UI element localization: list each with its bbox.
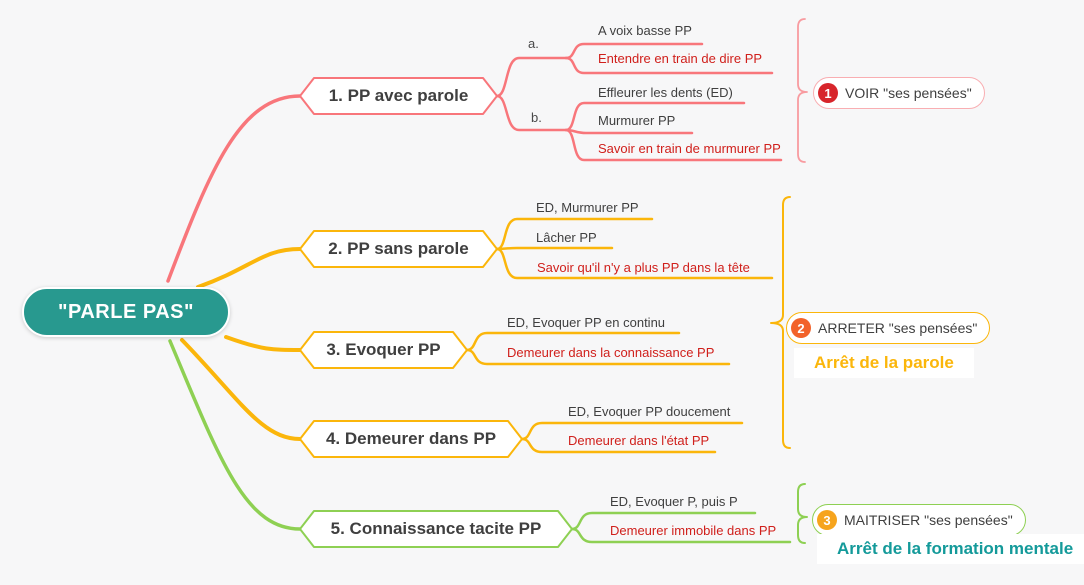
badge-maitriser[interactable]: 3 MAITRISER "ses pensées" bbox=[812, 504, 1026, 536]
root-node[interactable]: "PARLE PAS" bbox=[22, 287, 230, 337]
branch1-main-curve bbox=[166, 94, 302, 283]
branch2-item3-line bbox=[495, 247, 774, 280]
bran3-item-2[interactable]: Demeurer dans la connaissance PP bbox=[507, 345, 715, 360]
branch1-item-5[interactable]: Savoir en train de murmurer PP bbox=[598, 141, 781, 156]
branch1-group-a-label: a. bbox=[528, 36, 539, 51]
branch1-node-label[interactable]: 1. PP avec parole bbox=[328, 86, 469, 105]
badge-maitriser-label: MAITRISER "ses pensées" bbox=[844, 512, 1013, 528]
branch4-main-curve bbox=[180, 338, 302, 441]
branch4-node-shape[interactable] bbox=[299, 420, 523, 458]
branch5-connectors bbox=[168, 339, 808, 548]
branch2-item-1[interactable]: ED, Murmurer PP bbox=[536, 200, 639, 215]
branch1-fork-b bbox=[495, 94, 568, 132]
root-node-label: "PARLE PAS" bbox=[58, 300, 194, 323]
branch1-connectors bbox=[166, 18, 808, 283]
badge-arreter[interactable]: 2 ARRETER "ses pensées" bbox=[786, 312, 991, 344]
branch4-item-1[interactable]: ED, Evoquer PP doucement bbox=[568, 404, 731, 419]
badge-maitriser-number: 3 bbox=[817, 510, 837, 530]
branch5-node-label[interactable]: 5. Connaissance tacite PP bbox=[330, 519, 542, 538]
branch1-group-b-label: b. bbox=[531, 110, 542, 125]
branch1-fork-a bbox=[495, 56, 568, 98]
branch5-item-2[interactable]: Demeurer immobile dans PP bbox=[610, 523, 777, 538]
branch5-brace bbox=[797, 483, 808, 544]
badge-voir-label: VOIR "ses pensées" bbox=[845, 85, 972, 101]
branch4-item2-line bbox=[520, 437, 717, 454]
branch3-node-shape[interactable] bbox=[299, 331, 468, 369]
branch3-main-curve bbox=[224, 335, 302, 352]
branch1-item-2[interactable]: Entendre en train de dire PP bbox=[598, 51, 763, 66]
branch2-node-shape[interactable] bbox=[299, 230, 498, 268]
branch3-item-1[interactable]: ED, Evoquer PP en continu bbox=[507, 315, 666, 330]
branch1-brace bbox=[797, 18, 808, 163]
branch2-item-2[interactable]: Lâcher PP bbox=[536, 230, 597, 245]
branch5-item2-line bbox=[570, 527, 792, 544]
branch1-node-shape[interactable] bbox=[299, 77, 498, 115]
branch1-item5-line bbox=[564, 128, 783, 162]
yellow-branches-connectors bbox=[180, 196, 791, 458]
branch5-main-curve bbox=[168, 339, 302, 531]
branch5-item-1[interactable]: ED, Evoquer P, puis P bbox=[610, 494, 738, 509]
branch4-item-2[interactable]: Demeurer dans l'état PP bbox=[568, 433, 710, 448]
branch2-node-label[interactable]: 2. PP sans parole bbox=[328, 239, 469, 258]
branch1-item4-line bbox=[564, 128, 694, 135]
branch1-item-4[interactable]: Murmurer PP bbox=[598, 113, 676, 128]
badge-voir-number: 1 bbox=[818, 83, 838, 103]
branch2-item-3[interactable]: Savoir qu'il n'y a plus PP dans la tête bbox=[537, 260, 750, 275]
badge-arreter-label: ARRETER "ses pensées" bbox=[818, 320, 978, 336]
badge-voir[interactable]: 1 VOIR "ses pensées" bbox=[813, 77, 985, 109]
branch1-item-1[interactable]: A voix basse PP bbox=[598, 23, 692, 38]
branch2-item2-line bbox=[495, 246, 614, 251]
yellow-summary-brace bbox=[770, 196, 791, 449]
branch1-item2-line bbox=[564, 56, 774, 75]
branch1-item-3[interactable]: Effleurer les dents (ED) bbox=[598, 85, 733, 100]
branch4-node-label[interactable]: 4. Demeurer dans PP bbox=[325, 429, 497, 448]
branch3-node-label[interactable]: 3. Evoquer PP bbox=[326, 340, 441, 359]
badge-arreter-number: 2 bbox=[791, 318, 811, 338]
caption-arret-formation-mentale: Arrêt de la formation mentale bbox=[817, 534, 1084, 564]
caption-arret-parole: Arrêt de la parole bbox=[794, 348, 974, 378]
branch3-item2-line bbox=[465, 348, 731, 366]
branch5-node-shape[interactable] bbox=[299, 510, 573, 548]
branch2-main-curve bbox=[196, 247, 302, 289]
